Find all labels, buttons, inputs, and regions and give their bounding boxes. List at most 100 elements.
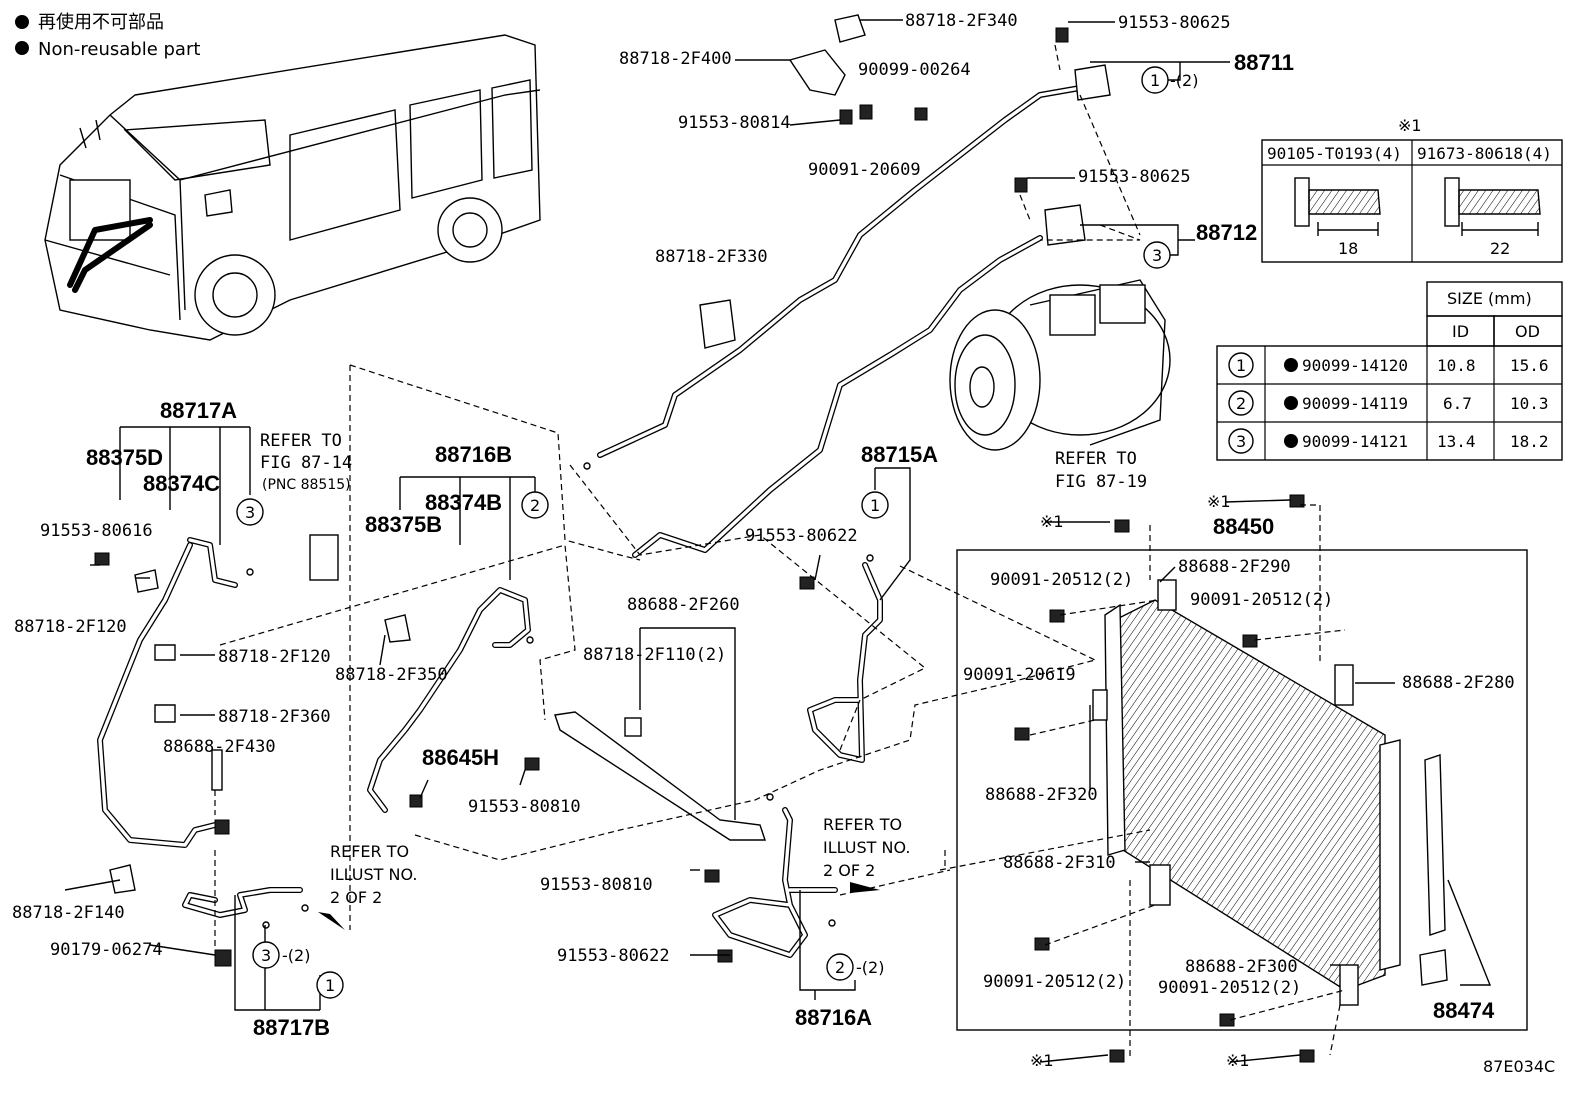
ref-line: ILLUST NO.: [330, 865, 417, 884]
label-88718-2F140: 88718-2F140: [12, 903, 125, 923]
note-star1: ※1: [1040, 512, 1064, 531]
ref-line: FIG 87-19: [1055, 472, 1147, 492]
note-star1: ※1: [1226, 1051, 1250, 1070]
ref-line: REFER TO: [260, 431, 342, 451]
size-row-id: 13.4: [1437, 432, 1476, 451]
callout-2: 2: [530, 496, 540, 515]
size-row-part: 90099-14119: [1302, 394, 1408, 413]
label-88474: 88474: [1433, 998, 1495, 1023]
label-88718-2F360: 88718-2F360: [218, 707, 331, 727]
size-row-no: 3: [1236, 432, 1246, 451]
label-91553-80616: 91553-80616: [40, 521, 153, 541]
label-90091-20619: 90091-20619: [963, 665, 1076, 685]
label-88375D: 88375D: [86, 445, 163, 470]
part-labels: 88718-2F340 91553-80625 88718-2F400 9009…: [12, 11, 1515, 1070]
size-row: 2 90099-14119 6.7 10.3: [1228, 390, 1549, 416]
label-91553-80814: 91553-80814: [678, 113, 791, 133]
callout-1: 1: [1150, 71, 1160, 90]
label-90091-20512: 90091-20512(2): [1158, 978, 1301, 998]
legend: 再使用不可部品 Non-reusable part: [15, 12, 200, 60]
ref-line: REFER TO: [330, 842, 409, 861]
ref-line: 2 OF 2: [330, 888, 382, 907]
size-id-header: ID: [1452, 322, 1469, 341]
label-88718-2F400: 88718-2F400: [619, 49, 732, 69]
label-88715A: 88715A: [861, 442, 938, 467]
size-od-header: OD: [1515, 322, 1540, 341]
callout-qty: -(2): [1170, 71, 1198, 90]
label-88688-2F300: 88688-2F300: [1185, 957, 1298, 977]
figure-code: 87E034C: [1483, 1057, 1555, 1076]
bolt-length-2: 22: [1490, 239, 1510, 258]
bolts: [94, 27, 1315, 1063]
legend-english: Non-reusable part: [38, 39, 200, 60]
label-88688-2F430: 88688-2F430: [163, 737, 276, 757]
note-star1: ※1: [1030, 1051, 1054, 1070]
label-88374C: 88374C: [143, 471, 220, 496]
label-88688-2F320: 88688-2F320: [985, 785, 1098, 805]
label-91553-80810: 91553-80810: [468, 797, 581, 817]
label-88718-2F340: 88718-2F340: [905, 11, 1018, 31]
label-91553-80810: 91553-80810: [540, 875, 653, 895]
legend-japanese: 再使用不可部品: [38, 12, 164, 33]
bolt-col-2: 91673-80618(4): [1417, 144, 1552, 163]
callout-qty: -(2): [856, 958, 884, 977]
size-row-no: 2: [1236, 394, 1246, 413]
label-91553-80622: 91553-80622: [745, 526, 858, 546]
dashed-lines: [214, 44, 1346, 1060]
compressor: [949, 279, 1171, 451]
label-88718-2F330: 88718-2F330: [655, 247, 768, 267]
label-88712: 88712: [1196, 220, 1257, 245]
callout-3: 3: [245, 503, 255, 522]
size-row: 1 90099-14120 10.8 15.6: [1228, 352, 1549, 378]
label-88718-2F120: 88718-2F120: [14, 617, 127, 637]
size-row-od: 10.3: [1510, 394, 1549, 413]
arrow-icon: [850, 882, 880, 893]
label-88688-2F280: 88688-2F280: [1402, 673, 1515, 693]
callouts: 1 -(2) 3 3 2 1 3 -(2) 1 2 -(2): [236, 66, 1198, 999]
callout-2: 2: [835, 958, 845, 977]
ref-line: 2 OF 2: [823, 861, 875, 880]
bolt-length-1: 18: [1338, 239, 1358, 258]
size-row-part: 90099-14120: [1302, 356, 1408, 375]
label-88718-2F350: 88718-2F350: [335, 665, 448, 685]
label-88718-2F120: 88718-2F120: [218, 647, 331, 667]
condenser: [956, 549, 1528, 1031]
ref-line: ILLUST NO.: [823, 838, 910, 857]
label-88688-2F310: 88688-2F310: [1003, 853, 1116, 873]
size-row-part: 90099-14121: [1302, 432, 1408, 451]
arrow-icon: [318, 912, 345, 930]
label-90091-20609: 90091-20609: [808, 160, 921, 180]
label-88716B: 88716B: [435, 442, 512, 467]
bolt-table-star: ※1: [1398, 116, 1422, 135]
label-88374B: 88374B: [425, 490, 502, 515]
label-88718-2F110: 88718-2F110(2): [583, 645, 726, 665]
label-90099-00264: 90099-00264: [858, 60, 971, 80]
label-91553-80622: 91553-80622: [557, 946, 670, 966]
size-row-no: 1: [1236, 356, 1246, 375]
label-90091-20512: 90091-20512(2): [983, 972, 1126, 992]
label-88450: 88450: [1213, 514, 1274, 539]
label-88688-2F290: 88688-2F290: [1178, 557, 1291, 577]
bolt-table: ※1 90105-T0193(4) 91673-80618(4) 18 22: [1261, 116, 1563, 263]
size-header: SIZE (mm): [1447, 289, 1532, 308]
components: [94, 14, 1528, 1063]
arrows: [318, 882, 880, 930]
ref-line: (PNC 88515): [262, 477, 351, 493]
label-91553-80625: 91553-80625: [1078, 167, 1191, 187]
reference-notes: REFER TO FIG 87-14 (PNC 88515) REFER TO …: [260, 431, 1147, 907]
label-90091-20512: 90091-20512(2): [990, 570, 1133, 590]
size-row-od: 15.6: [1510, 356, 1549, 375]
label-91553-80625: 91553-80625: [1118, 13, 1231, 33]
label-90179-06274: 90179-06274: [50, 940, 163, 960]
callout-1: 1: [870, 496, 880, 515]
size-table: SIZE (mm) ID OD 1 90099-14120 10.8 15.6 …: [1216, 281, 1563, 461]
label-88645H: 88645H: [422, 745, 499, 770]
callout-3: 3: [261, 946, 271, 965]
label-88375B: 88375B: [365, 512, 442, 537]
callout-3: 3: [1152, 246, 1162, 265]
label-90091-20512: 90091-20512(2): [1190, 590, 1333, 610]
label-88717B: 88717B: [253, 1015, 330, 1040]
callout-1: 1: [325, 976, 335, 995]
label-88711: 88711: [1234, 50, 1294, 75]
